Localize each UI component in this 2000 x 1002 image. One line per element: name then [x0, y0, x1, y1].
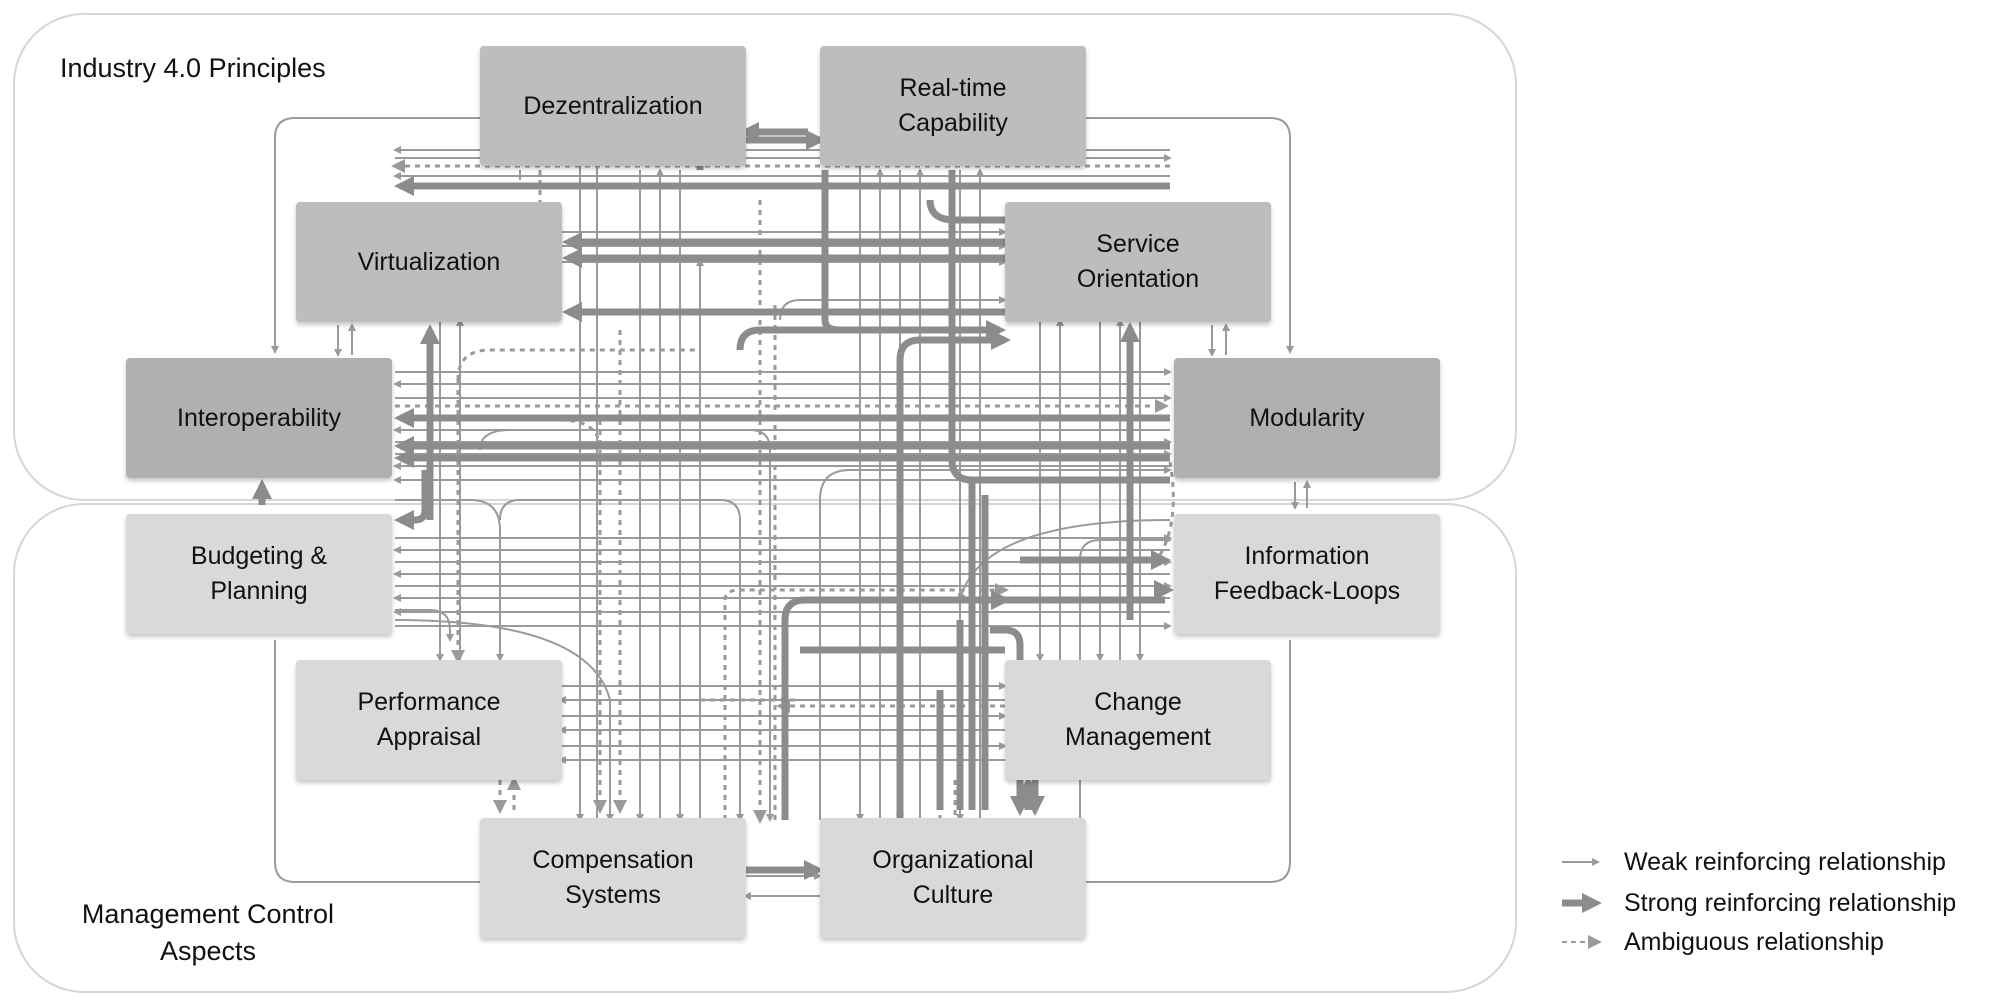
node-label: Compensation Systems: [532, 846, 694, 909]
node-information-feedback-loops: Information Feedback-Loops: [1174, 514, 1440, 634]
legend-strong-label: Strong reinforcing relationship: [1624, 888, 1957, 917]
node-change-management: Change Management: [1005, 660, 1271, 780]
node-label: Information Feedback-Loops: [1213, 542, 1401, 605]
legend-ambiguous: Ambiguous relationship: [1558, 927, 1884, 957]
node-interoperability: Interoperability: [126, 358, 392, 478]
ambiguous-arrows: [391, 159, 1175, 824]
node-modularity: Modularity: [1174, 358, 1440, 478]
weak-vertical-arrows: [334, 118, 1311, 822]
node-budgeting-planning: Budgeting & Planning: [126, 514, 392, 634]
node-compensation-systems: Compensation Systems: [480, 818, 746, 938]
node-label: Budgeting & Planning: [190, 542, 328, 605]
principles-group-boundary: [13, 13, 1517, 501]
outer-loop-connectors: [271, 117, 1294, 883]
node-label: Dezentralization: [523, 91, 703, 120]
legend-weak-label: Weak reinforcing relationship: [1624, 847, 1946, 876]
legend-strong: Strong reinforcing relationship: [1558, 888, 1956, 918]
node-label: Modularity: [1249, 403, 1365, 432]
management-group-boundary: [13, 503, 1517, 993]
principles-group-title: Industry 4.0 Principles: [60, 53, 326, 83]
management-group-title: Management Control Aspects: [81, 899, 335, 966]
node-organizational-culture: Organizational Culture: [820, 818, 1086, 938]
node-label: Organizational Culture: [872, 846, 1034, 909]
node-virtualization: Virtualization: [296, 202, 562, 322]
node-label: Performance Appraisal: [357, 688, 501, 751]
node-service-orientation: Service Orientation: [1005, 202, 1271, 322]
node-dezentralization: Dezentralization: [480, 46, 746, 166]
node-performance-appraisal: Performance Appraisal: [296, 660, 562, 780]
strong-arrows: [252, 122, 1174, 880]
node-label: Real-time Capability: [898, 74, 1008, 137]
legend-ambiguous-label: Ambiguous relationship: [1624, 927, 1884, 956]
node-label: Virtualization: [357, 247, 501, 276]
node-real-time-capability: Real-time Capability: [820, 46, 1086, 166]
node-label: Service Orientation: [1076, 230, 1200, 293]
node-label: Change Management: [1065, 688, 1211, 751]
legend-weak: Weak reinforcing relationship: [1558, 847, 1946, 877]
node-label: Interoperability: [177, 403, 341, 432]
